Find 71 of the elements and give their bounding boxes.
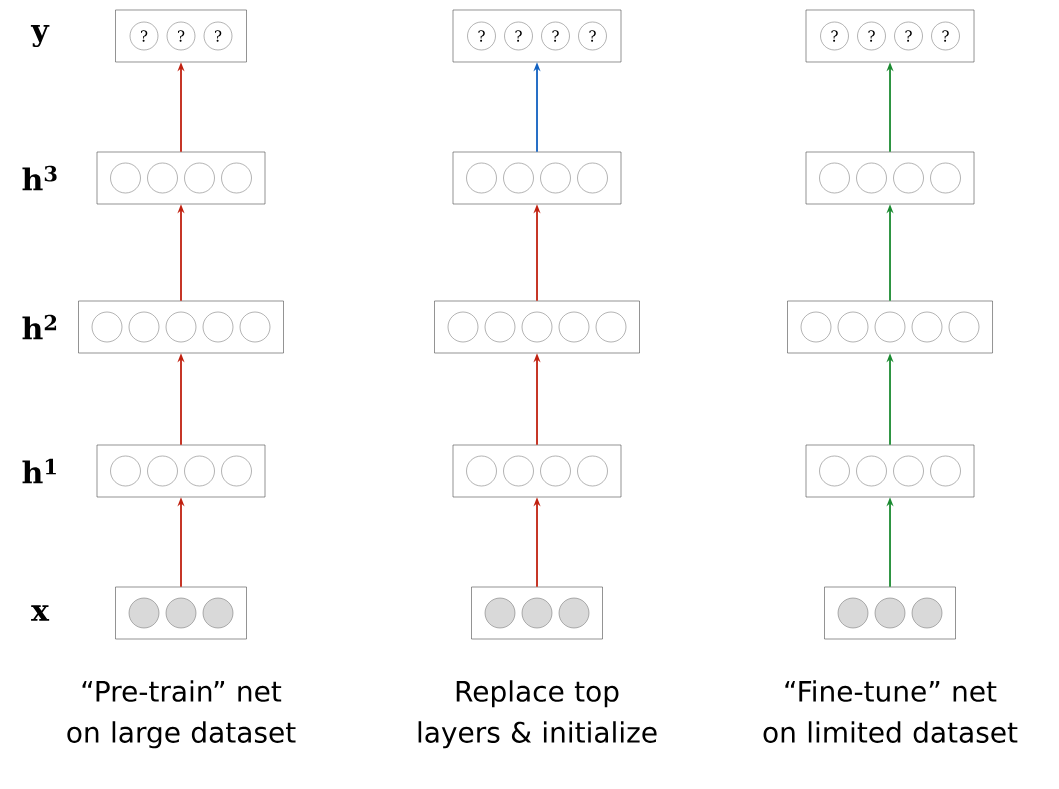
neuron-circle — [447, 311, 479, 343]
neuron-circle — [911, 597, 943, 629]
neuron-circle — [800, 311, 832, 343]
neuron-circle — [911, 311, 943, 343]
neuron-circle — [484, 597, 516, 629]
neuron-circle — [221, 455, 252, 487]
neuron-circle — [558, 311, 590, 343]
layer-box — [787, 300, 993, 354]
layer-box — [805, 444, 975, 498]
neuron-circle — [128, 311, 160, 343]
neuron-circle — [930, 162, 961, 194]
layer-box — [115, 9, 247, 63]
layer-label: h$^{1}$ — [22, 458, 56, 484]
layer-box — [434, 300, 640, 354]
neuron-circle — [948, 311, 980, 343]
neuron-circle — [595, 311, 627, 343]
neuron-circle — [837, 311, 869, 343]
caption-text: Replace top layers & initialize — [418, 680, 657, 749]
neuron-circle — [819, 162, 850, 194]
layer-box — [96, 444, 266, 498]
neuron-circle — [540, 162, 571, 194]
neuron-circle — [540, 455, 571, 487]
neuron-circle — [893, 162, 924, 194]
neuron-circle — [202, 597, 234, 629]
neuron-circle — [221, 162, 252, 194]
neuron-circle — [184, 455, 215, 487]
neuron-circle — [930, 455, 961, 487]
neuron-circle — [856, 455, 887, 487]
neuron-circle — [110, 162, 141, 194]
neuron-circle — [147, 162, 178, 194]
neuron-circle — [147, 455, 178, 487]
layer-box — [805, 9, 975, 63]
neuron-circle — [466, 455, 497, 487]
neuron-circle — [837, 597, 869, 629]
neuron-circle — [874, 311, 906, 343]
layer-box — [115, 586, 247, 640]
neuron-circle — [819, 455, 850, 487]
layer-label: x — [31, 605, 50, 621]
neuron-circle — [128, 597, 160, 629]
neuron-circle — [484, 311, 516, 343]
neuron-circle — [577, 162, 608, 194]
neuron-circle — [558, 597, 590, 629]
layer-box — [452, 9, 622, 63]
layer-label: y — [30, 24, 50, 48]
neuron-circle — [202, 311, 234, 343]
neuron-circle — [503, 455, 534, 487]
neuron-circle — [503, 162, 534, 194]
neuron-circle — [165, 597, 197, 629]
layer-label: h$^{2}$ — [22, 314, 57, 340]
neuron-circle — [184, 162, 215, 194]
layer-box — [78, 300, 284, 354]
layer-box — [452, 151, 622, 205]
layer-box — [471, 586, 603, 640]
neuron-circle — [91, 311, 123, 343]
layer-label: h$^{3}$ — [22, 165, 57, 191]
neuron-circle — [521, 311, 553, 343]
neuron-circle — [165, 311, 197, 343]
caption-text: “Pre-train” net on large dataset — [67, 680, 296, 749]
neuron-circle — [110, 455, 141, 487]
layer-box — [96, 151, 266, 205]
neuron-circle — [577, 455, 608, 487]
neuron-circle — [466, 162, 497, 194]
layer-box — [824, 586, 956, 640]
neuron-circle — [893, 455, 924, 487]
neuron-circle — [521, 597, 553, 629]
layer-box — [452, 444, 622, 498]
caption-text: “Fine-tune” net on limited dataset — [763, 680, 1018, 743]
neuron-circle — [239, 311, 271, 343]
neuron-circle — [874, 597, 906, 629]
neuron-circle — [856, 162, 887, 194]
layer-box — [805, 151, 975, 205]
